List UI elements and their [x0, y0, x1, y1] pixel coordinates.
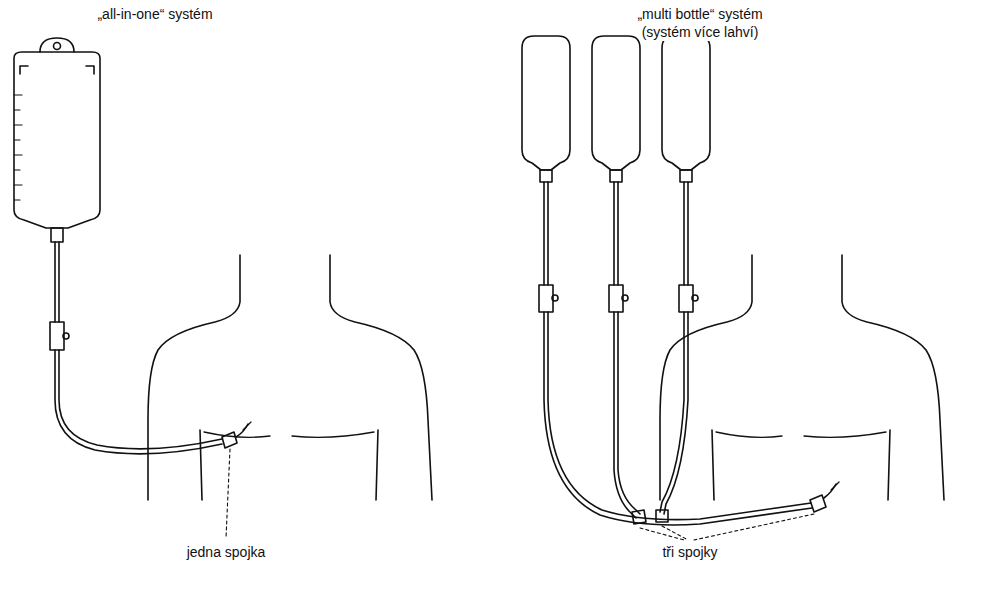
infusion-tubes	[539, 182, 839, 525]
infusion-tube	[50, 242, 251, 454]
system-heading: „all-in-one“ systém	[95, 6, 214, 23]
connector-label: tři spojky	[660, 544, 719, 561]
infusion-bottles	[522, 36, 710, 182]
patient-torso	[148, 255, 432, 500]
leader-line	[226, 449, 230, 538]
connector	[656, 510, 668, 522]
patient-torso	[660, 255, 944, 500]
connector-label: jedna spojka	[185, 544, 268, 561]
infusion-bag	[14, 38, 100, 242]
connector	[632, 510, 646, 524]
system-subheading: (systém více lahví)	[640, 24, 761, 41]
leader-lines	[640, 514, 814, 540]
system-heading: „multi bottle“ systém	[635, 6, 764, 23]
connector	[222, 432, 237, 448]
